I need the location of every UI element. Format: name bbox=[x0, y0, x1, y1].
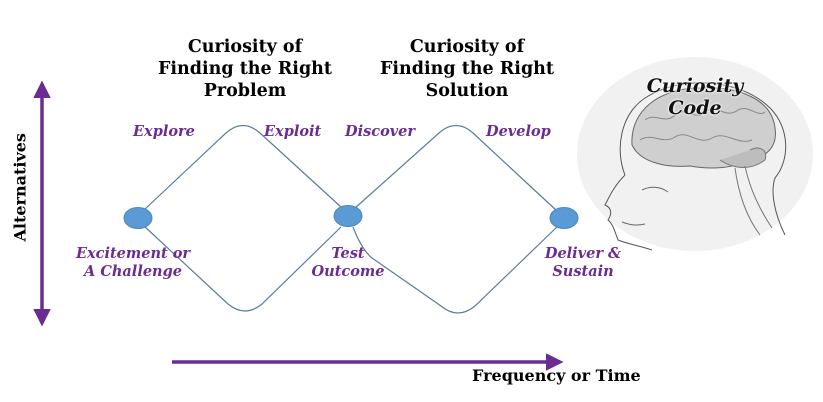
brain-stem bbox=[744, 165, 773, 229]
x-axis-label: Frequency or Time bbox=[472, 366, 641, 385]
face-profile bbox=[604, 174, 653, 251]
brain-label-curiosity-code: Curiosity Code bbox=[646, 75, 744, 119]
eye-line bbox=[641, 186, 669, 193]
node-label-start: Excitement or A Challenge bbox=[75, 245, 191, 280]
brain-shape bbox=[631, 87, 776, 169]
node-start bbox=[123, 207, 153, 229]
brain-fold bbox=[644, 108, 766, 121]
node-middle bbox=[333, 205, 363, 227]
mouth-line bbox=[621, 221, 646, 226]
head-outline bbox=[619, 82, 787, 236]
title-finding-solution: Curiosity of Finding the Right Solution bbox=[379, 37, 554, 101]
diamond-problem-upper-path bbox=[143, 124, 342, 211]
brain-stem bbox=[734, 167, 761, 236]
node-end bbox=[549, 207, 579, 229]
phase-label-explore: Explore bbox=[133, 123, 195, 140]
brain-illustration bbox=[577, 57, 813, 251]
brain-fold bbox=[639, 134, 753, 142]
title-finding-problem: Curiosity of Finding the Right Problem bbox=[157, 37, 332, 101]
cerebellum bbox=[719, 147, 767, 168]
node-label-middle: Test Outcome bbox=[311, 245, 385, 280]
diamond-problem-lower-path bbox=[143, 225, 342, 312]
node-label-end: Deliver & Sustain bbox=[544, 245, 622, 280]
phase-label-exploit: Exploit bbox=[264, 123, 322, 140]
diamond-solution-upper-path bbox=[354, 124, 558, 212]
y-axis-label: Alternatives bbox=[10, 133, 30, 242]
phase-label-discover: Discover bbox=[345, 123, 416, 140]
phase-label-develop: Develop bbox=[486, 123, 551, 140]
diamond-solution-lower-path bbox=[352, 225, 559, 314]
